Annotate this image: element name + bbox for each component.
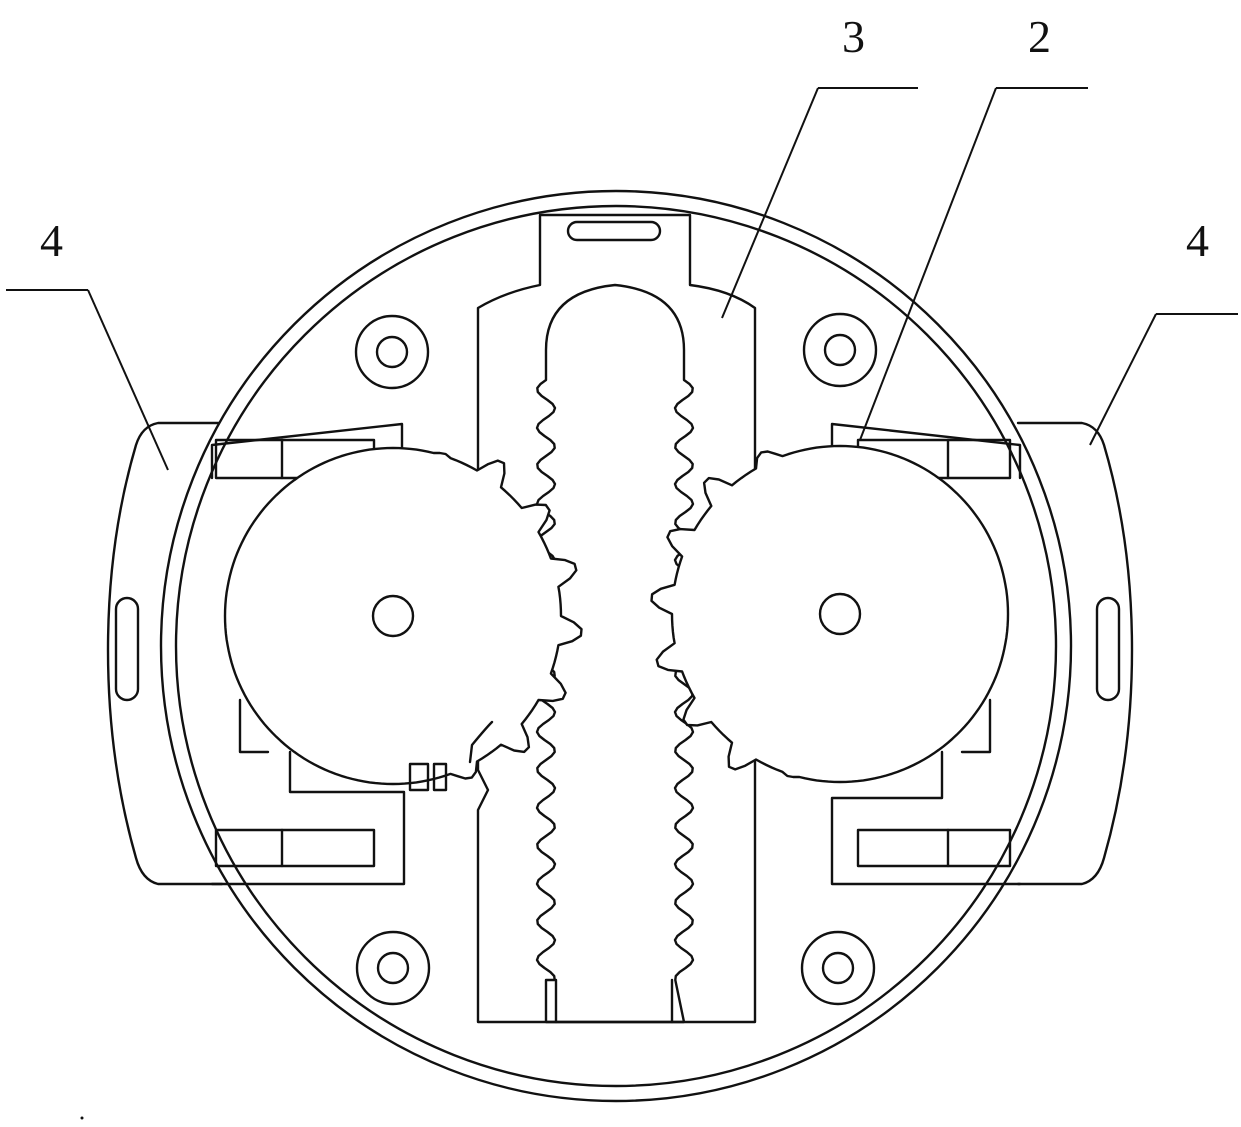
callout-label-2: 2	[1028, 11, 1051, 62]
callout-label-4-left: 4	[40, 215, 63, 266]
callout-label-3: 3	[842, 11, 865, 62]
left-gear-axle	[371, 594, 415, 638]
right-gear	[650, 444, 1010, 784]
screw-bosses	[354, 312, 878, 1006]
plate-top-slot	[566, 220, 662, 242]
left-mounting-ear	[106, 421, 224, 886]
housing-inner-ring	[174, 204, 1058, 1088]
left-gear	[223, 446, 583, 786]
detent-details	[408, 720, 494, 792]
right-ear-slot	[1095, 596, 1121, 702]
stray-dot	[80, 1116, 84, 1120]
right-gear-axle	[818, 592, 862, 636]
callout-label-4-right: 4	[1186, 215, 1209, 266]
left-ear-slot	[114, 596, 140, 702]
right-mounting-ear	[1016, 421, 1134, 886]
leader-lines	[6, 87, 1238, 471]
bracket-frames	[210, 422, 1022, 886]
housing-outer-ring	[159, 189, 1073, 1103]
slide-plate	[476, 213, 757, 1024]
